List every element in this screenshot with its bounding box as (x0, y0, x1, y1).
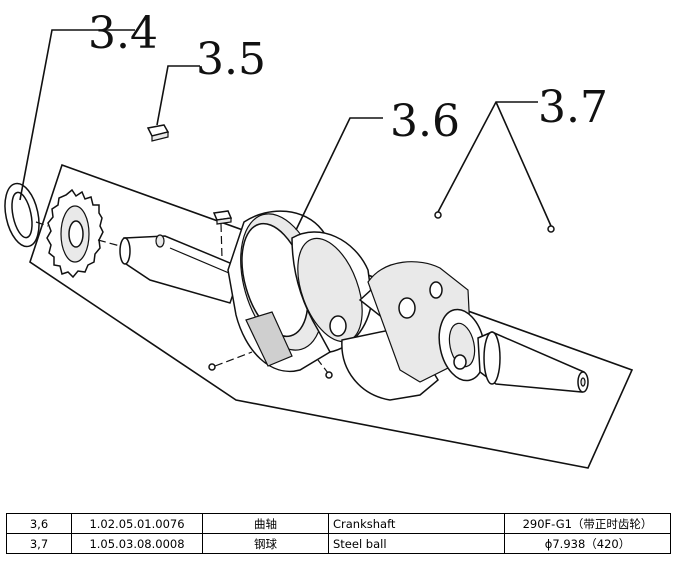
crankshaft-crank-pin (341, 261, 471, 401)
callout-3-4: 3.4 (88, 8, 158, 59)
washer-ring-3-4 (4, 182, 40, 248)
crankshaft-rear-journal (438, 308, 486, 382)
parts-table: 3,6 1.02.05.01.0076 曲轴 Crankshaft 290F-G… (6, 513, 671, 554)
key-on-shaft (212, 210, 233, 225)
cell-name-cn: 曲轴 (202, 513, 329, 534)
crankshaft-front-shaft (119, 234, 243, 304)
leader-lines (19, 29, 552, 231)
assembly-centerlines (35, 221, 329, 374)
cell-name-cn: 钢球 (202, 533, 329, 554)
exploded-parts-diagram: 3.4 3.5 3.6 3.7 (4, 8, 634, 469)
crankshaft-web-rear (291, 231, 373, 353)
callout-3-6: 3.6 (390, 96, 460, 147)
table-row: 3,6 1.02.05.01.0076 曲轴 Crankshaft 290F-G… (6, 513, 671, 534)
callout-3-5: 3.5 (196, 34, 266, 85)
timing-gear (46, 188, 104, 279)
cell-code: 1.05.03.08.0008 (71, 533, 203, 554)
callout-3-7: 3.7 (538, 82, 608, 133)
table-row: 3,7 1.05.03.08.0008 钢球 Steel ball ϕ7.938… (6, 533, 671, 554)
cell-spec: ϕ7.938（420） (504, 533, 671, 554)
cell-no: 3,6 (6, 513, 72, 534)
cell-code: 1.02.05.01.0076 (71, 513, 203, 534)
key-3-5 (146, 124, 170, 142)
crankshaft-tapered-end (477, 331, 589, 393)
cell-name-en: Steel ball (328, 533, 505, 554)
cell-name-en: Crankshaft (328, 513, 505, 534)
assembly-boundary (29, 163, 634, 469)
cell-spec: 290F-G1（带正时齿轮） (504, 513, 671, 534)
cell-no: 3,7 (6, 533, 72, 554)
